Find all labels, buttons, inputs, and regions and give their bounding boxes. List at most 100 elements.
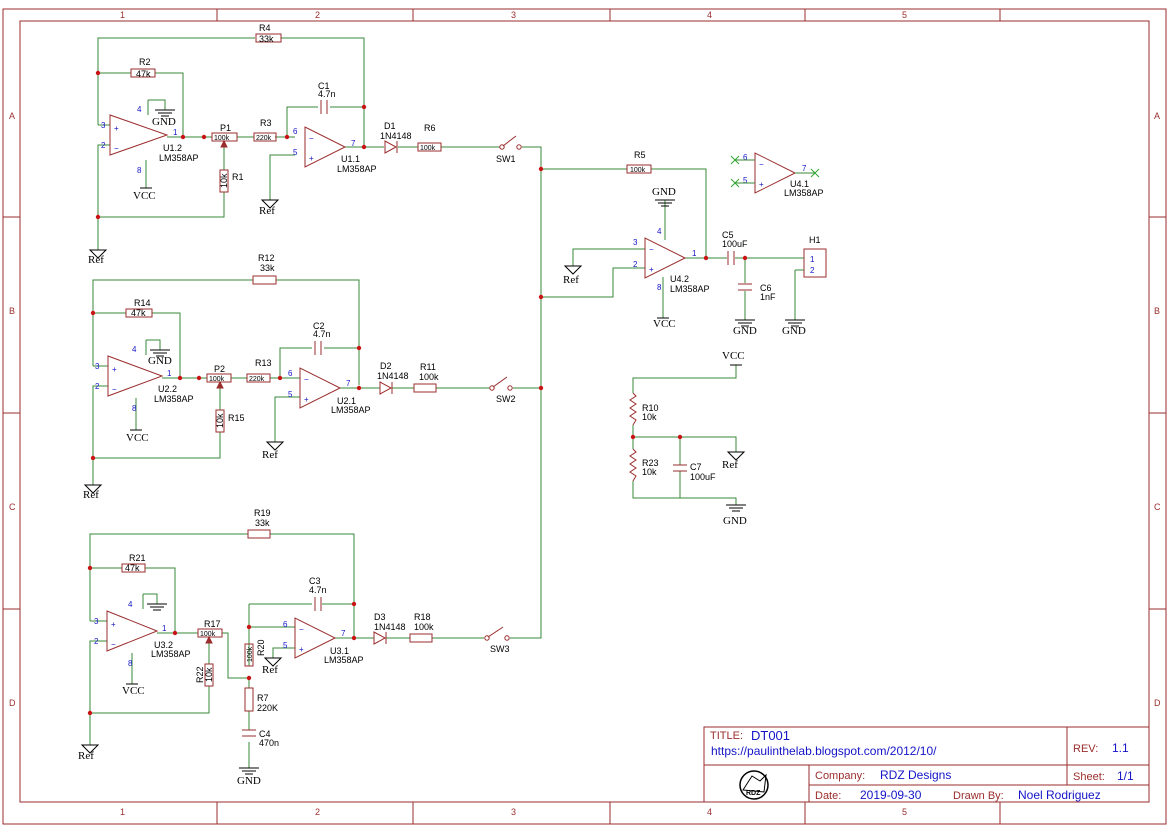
svg-text:+: + [304, 395, 309, 404]
svg-text:7: 7 [346, 379, 351, 388]
c3-value: 4.7n [309, 585, 327, 595]
svg-text:3: 3 [101, 121, 106, 130]
row-label-left: B [9, 306, 15, 316]
svg-text:3: 3 [95, 362, 100, 371]
r17-ref: R17 [204, 619, 221, 629]
gnd-label: GND [152, 116, 176, 128]
u4-2-ref: U4.2 [670, 274, 689, 284]
sheet-value: 1/1 [1117, 769, 1134, 783]
u3-1-value: LM358AP [324, 655, 364, 665]
c6-value: 1nF [760, 292, 776, 302]
svg-text:−: − [309, 134, 314, 143]
ref-symbol: Ref [83, 484, 103, 501]
vcc-label: VCC [133, 190, 156, 202]
u2-1-value: LM358AP [331, 405, 371, 415]
ref-symbol: Ref [563, 265, 583, 286]
gnd-label: GND [782, 325, 806, 337]
vcc-label: VCC [122, 685, 145, 697]
r19-ref: R19 [254, 508, 271, 518]
c6-ref: C6 [760, 283, 772, 293]
svg-text:6: 6 [288, 369, 293, 378]
p2-value: 100k [209, 376, 225, 383]
ref-label: Ref [259, 205, 275, 217]
row-label-right: B [1154, 306, 1160, 316]
ref-label: Ref [563, 274, 579, 286]
u1-2-value: LM358AP [159, 153, 199, 163]
r22-value: 10k [204, 667, 214, 682]
u4-1-value: LM358AP [784, 188, 824, 198]
col-label-bottom: 1 [120, 807, 125, 817]
filter-stage-2: R12 33k R14 47k +− 32 148 U2.2 LM358AP P… [83, 253, 541, 501]
ref-label: Ref [78, 750, 94, 762]
r12-ref: R12 [258, 253, 275, 263]
r21-value: 47k [125, 563, 140, 573]
svg-text:7: 7 [351, 139, 356, 148]
date-value: 2019-09-30 [860, 788, 922, 802]
company-logo-text: RDZ [746, 790, 761, 797]
gnd-symbol: GND [237, 767, 261, 787]
h1-pin1: 1 [810, 255, 815, 264]
c7-ref: C7 [690, 462, 702, 472]
drawing-frame: 1 2 3 4 5 1 2 3 4 5 A B C D A B C D [2, 8, 1167, 825]
r18-value: 100k [414, 622, 434, 632]
svg-text:5: 5 [293, 148, 298, 157]
c3-ref: C3 [309, 576, 321, 586]
svg-text:5: 5 [288, 390, 293, 399]
title-block: TITLE: DT001 https://paulinthelab.blogsp… [703, 726, 1150, 803]
r19-value: 33k [255, 518, 270, 528]
svg-text:3: 3 [94, 617, 99, 626]
date-label: Date: [815, 790, 841, 802]
r14-value: 47k [131, 308, 146, 318]
c2-value: 4.7n [313, 329, 331, 339]
drawn-by-label: Drawn By: [953, 790, 1004, 802]
svg-text:3: 3 [633, 238, 638, 247]
col-label-bottom: 4 [707, 807, 712, 817]
r11-ref: R11 [420, 362, 436, 372]
c4-ref: C4 [259, 729, 271, 739]
c5-value: 100uF [722, 239, 748, 249]
svg-text:2: 2 [94, 637, 99, 646]
r22-ref: R22 [195, 666, 205, 683]
col-label-top: 5 [902, 10, 907, 20]
r12-value: 33k [260, 263, 275, 273]
col-label-top: 4 [707, 10, 712, 20]
company-value: RDZ Designs [880, 768, 951, 782]
svg-text:4: 4 [132, 345, 137, 354]
r20-ref: R20 [256, 639, 266, 656]
svg-text:2: 2 [101, 141, 106, 150]
r18-ref: R18 [414, 612, 431, 622]
gnd-symbol: GND [652, 186, 676, 207]
title-value: DT001 [751, 728, 790, 743]
u4-1-ref: U4.1 [790, 179, 809, 189]
gnd-label: GND [733, 325, 757, 337]
u1-1-ref: U1.1 [341, 154, 360, 164]
gnd-label: GND [723, 515, 747, 527]
svg-text:+: + [111, 620, 116, 629]
svg-text:8: 8 [657, 283, 662, 292]
r23-ref: R23 [642, 458, 659, 468]
svg-text:1: 1 [173, 128, 178, 137]
svg-text:1: 1 [692, 249, 697, 258]
r14-ref: R14 [134, 298, 151, 308]
svg-text:5: 5 [283, 641, 288, 650]
p1-ref: P1 [220, 123, 231, 133]
gnd-label: GND [652, 186, 676, 198]
row-label-left: D [9, 698, 16, 708]
d3-ref: D3 [374, 612, 386, 622]
svg-text:+: + [649, 265, 654, 274]
svg-text:2: 2 [633, 260, 638, 269]
sw2-ref: SW2 [496, 394, 516, 404]
col-label-top: 2 [315, 10, 320, 20]
c4-value: 470n [259, 738, 279, 748]
r7-value: 220K [257, 703, 278, 713]
col-label-top: 1 [120, 10, 125, 20]
c7-value: 100uF [690, 472, 716, 482]
svg-text:8: 8 [128, 659, 133, 668]
u3-2-value: LM358AP [151, 649, 191, 659]
r5-ref: R5 [634, 150, 646, 160]
h1-pin2: 2 [810, 266, 815, 275]
svg-text:6: 6 [743, 153, 748, 162]
ref-symbol: Ref [262, 441, 285, 461]
u3-1-ref: U3.1 [330, 646, 349, 656]
ref-symbol: Ref [78, 744, 100, 762]
